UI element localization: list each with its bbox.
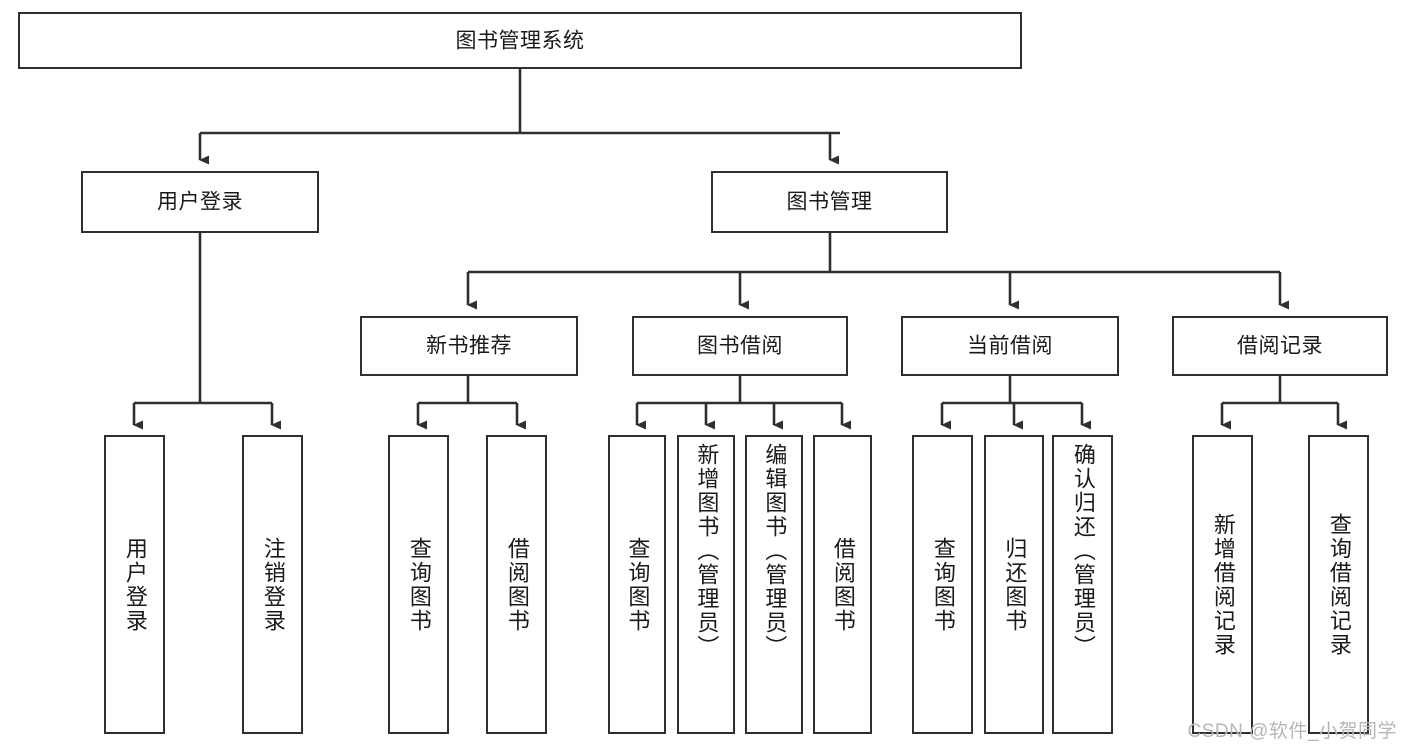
- leaf-node[interactable]: 编辑图书（管理员）: [745, 435, 803, 734]
- node-root-label: 图书管理系统: [455, 28, 585, 52]
- node-root-system[interactable]: 图书管理系统: [18, 12, 1022, 69]
- node-borrow-records[interactable]: 借阅记录: [1172, 316, 1388, 376]
- leaf-node[interactable]: 查询图书: [912, 435, 973, 734]
- node-user-login-label: 用户登录: [157, 190, 243, 214]
- leaf-node[interactable]: 归还图书: [984, 435, 1044, 734]
- leaf-node-label: 借阅图书: [830, 536, 856, 633]
- leaf-node-label: 归还图书: [1002, 536, 1028, 633]
- leaf-node[interactable]: 新增图书（管理员）: [677, 435, 735, 734]
- leaf-node-label: 新增图书（管理员）: [694, 443, 720, 659]
- leaf-node-label: 借阅图书: [504, 536, 530, 633]
- leaf-node-label: 查询图书: [406, 536, 432, 633]
- node-book-management[interactable]: 图书管理: [711, 171, 948, 233]
- leaf-node[interactable]: 新增借阅记录: [1192, 435, 1253, 734]
- node-new-book-recommend-label: 新书推荐: [426, 334, 512, 358]
- leaf-node[interactable]: 查询图书: [608, 435, 666, 734]
- node-book-management-label: 图书管理: [786, 190, 873, 214]
- leaf-node-label: 查询借阅记录: [1326, 512, 1352, 657]
- leaf-node-label: 查询图书: [625, 536, 651, 633]
- leaf-node[interactable]: 确认归还（管理员）: [1052, 435, 1113, 734]
- leaf-node-label: 确认归还（管理员）: [1070, 443, 1096, 659]
- leaf-node-label: 注销登录: [260, 536, 286, 633]
- node-book-borrow-label: 图书借阅: [697, 334, 783, 358]
- leaf-node[interactable]: 用户登录: [104, 435, 165, 734]
- leaf-node-label: 编辑图书（管理员）: [762, 443, 788, 659]
- leaf-node-label: 查询图书: [930, 536, 956, 633]
- watermark-text: CSDN @软件_小贺同学: [1187, 721, 1397, 742]
- node-book-borrow[interactable]: 图书借阅: [632, 316, 848, 376]
- leaf-node-label: 新增借阅记录: [1210, 512, 1236, 657]
- leaf-node[interactable]: 查询借阅记录: [1308, 435, 1369, 734]
- leaf-node[interactable]: 注销登录: [242, 435, 303, 734]
- leaf-node[interactable]: 借阅图书: [813, 435, 872, 734]
- node-current-borrow-label: 当前借阅: [967, 334, 1053, 358]
- leaf-node[interactable]: 查询图书: [388, 435, 449, 734]
- node-user-login[interactable]: 用户登录: [81, 171, 319, 233]
- leaf-node[interactable]: 借阅图书: [486, 435, 547, 734]
- leaf-node-label: 用户登录: [122, 536, 148, 633]
- node-borrow-records-label: 借阅记录: [1237, 334, 1323, 358]
- node-new-book-recommend[interactable]: 新书推荐: [360, 316, 578, 376]
- node-current-borrow[interactable]: 当前借阅: [901, 316, 1119, 376]
